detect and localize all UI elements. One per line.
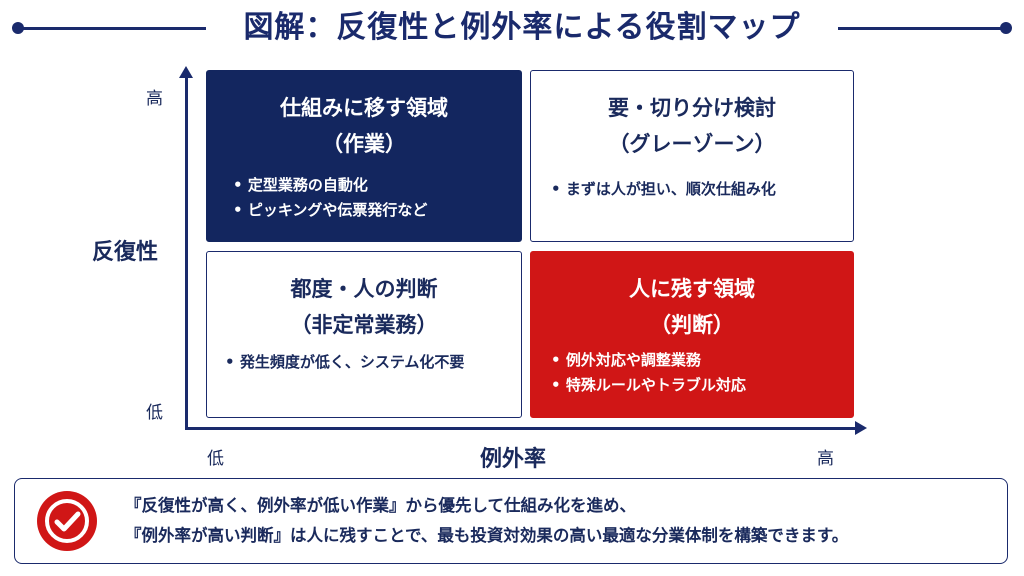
summary-box: 『反復性が高く、例外率が低い作業』から優先して仕組み化を進め、 『例外率が高い判… <box>14 478 1008 564</box>
x-axis-line <box>185 427 857 430</box>
quadrant-bullets: 例外対応や調整業務 特殊ルールやトラブル対応 <box>551 348 746 398</box>
quadrant-bullets: 定型業務の自動化 ピッキングや伝票発行など <box>233 173 428 223</box>
summary-line-1: 『反復性が高く、例外率が低い作業』から優先して仕組み化を進め、 <box>125 496 637 515</box>
x-axis-title: 例外率 <box>480 447 547 472</box>
title-bar: 図解：反復性と例外率による役割マップ <box>0 0 1024 56</box>
title-rule-right <box>838 27 1006 30</box>
quadrant-bullets: 発生頻度が低く、システム化不要 <box>225 350 465 375</box>
quadrant-bullets: まずは人が担い、順次仕組み化 <box>551 177 776 202</box>
title-rule-left <box>18 27 206 30</box>
y-axis-title: 反復性 <box>92 240 159 265</box>
y-axis-arrow-icon <box>179 66 193 78</box>
quadrant-title: 要・切り分け検討 <box>608 96 776 120</box>
x-axis-high-label: 高 <box>817 449 834 469</box>
y-axis-high-label: 高 <box>146 89 163 109</box>
bullet-item: ピッキングや伝票発行など <box>233 198 428 223</box>
y-axis-line <box>185 74 188 430</box>
summary-line-2: 『例外率が高い判断』は人に残すことで、最も投資対効果の高い最適な分業体制を構築で… <box>125 526 849 545</box>
page-title: 図解：反復性と例外率による役割マップ <box>243 10 801 45</box>
quadrant-top-right: 要・切り分け検討 （グレーゾーン） まずは人が担い、順次仕組み化 <box>530 70 854 242</box>
quadrant-bottom-right: 人に残す領域 （判断） 例外対応や調整業務 特殊ルールやトラブル対応 <box>530 251 854 418</box>
quadrant-title: 都度・人の判断 <box>290 277 438 301</box>
quadrant-subtitle: （非定常業務） <box>290 313 438 337</box>
quadrant-top-left: 仕組みに移す領域 （作業） 定型業務の自動化 ピッキングや伝票発行など <box>206 70 522 242</box>
quadrant-title: 人に残す領域 <box>629 277 755 301</box>
bullet-item: 定型業務の自動化 <box>233 173 427 198</box>
check-icon <box>37 491 97 551</box>
quadrant-bottom-left: 都度・人の判断 （非定常業務） 発生頻度が低く、システム化不要 <box>206 251 522 418</box>
quadrant-subtitle: （判断） <box>650 313 734 337</box>
title-dot-right <box>1000 22 1012 34</box>
bullet-item: まずは人が担い、順次仕組み化 <box>551 177 776 202</box>
bullet-item: 例外対応や調整業務 <box>551 348 746 373</box>
quadrant-title: 仕組みに移す領域 <box>280 96 448 120</box>
y-axis-low-label: 低 <box>146 403 163 423</box>
quadrant-subtitle: （グレーゾーン） <box>608 132 776 156</box>
bullet-item: 発生頻度が低く、システム化不要 <box>225 350 465 375</box>
bullet-item: 特殊ルールやトラブル対応 <box>551 373 746 398</box>
x-axis-low-label: 低 <box>207 449 224 469</box>
quadrant-subtitle: （作業） <box>322 132 406 156</box>
x-axis-arrow-icon <box>855 421 867 435</box>
